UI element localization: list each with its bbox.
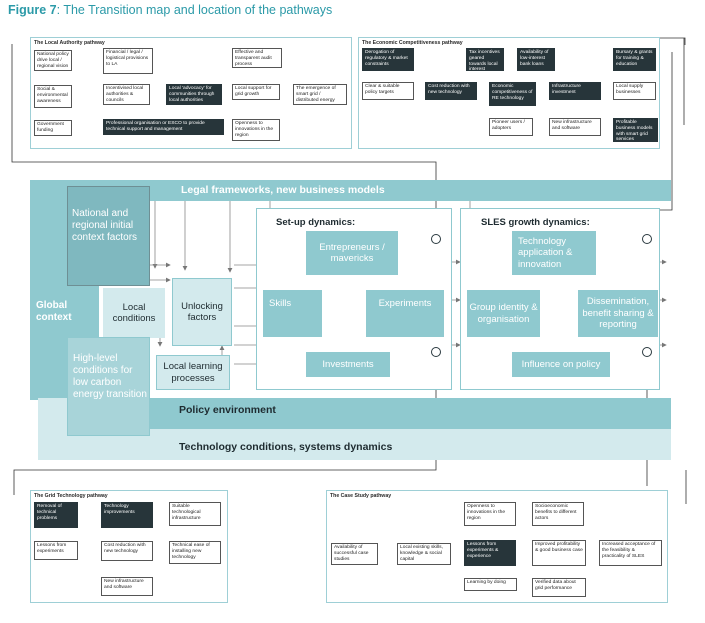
influence-policy-label: Influence on policy [521,358,601,370]
grid-box-removal-problems: Removal of technical problems [34,502,78,528]
group-identity-label: Group identity & organisation [469,302,538,325]
cs-box-openness: Openness to innovations in the region [464,502,516,526]
national-context-box [67,186,150,286]
technology-application-label: Technology application & innovation [518,235,573,270]
la-box-openness-innovations: Openness to innovations in the region [232,119,280,141]
la-box-government-funding: Government funding [34,120,72,136]
la-box-smart-grid: The emergence of smart grid / distribute… [293,84,347,105]
la-box-financial-provisions: Financial / legal / logistical provision… [103,48,153,74]
policy-environment-band [140,398,671,429]
case-study-title: The Case Study pathway [330,493,392,499]
cs-box-local-skills: Local existing skills, knowledge & socia… [397,543,451,565]
ec-box-cost-reduction: Cost reduction with new technology [425,82,477,100]
economic-title: The Economic Competitiveness pathway [362,40,463,46]
dissemination-box: Dissemination, benefit sharing & reporti… [578,290,658,337]
local-conditions-box: Local conditions [103,288,165,338]
local-learning-label: Local learning processes [163,361,223,384]
legal-frameworks-label: Legal frameworks, new business models [181,184,385,196]
ec-box-policy-targets: Clear & suitable policy targets [362,82,414,100]
ec-box-derogation: Derogation of regulatory & market constr… [362,48,414,71]
cs-box-lessons-experience: Lessons from experiments & experience [464,540,516,566]
high-level-label: High-level conditions for low carbon ene… [73,353,147,400]
ec-box-bursary-grants: Bursary & grants for training & educatio… [613,48,656,71]
ec-box-pioneer-users: Pioneer users / adopters [489,118,533,136]
dissemination-label: Dissemination, benefit sharing & reporti… [582,296,654,331]
entrepreneurs-label: Entrepreneurs / mavericks [319,241,385,265]
skills-box: Skills [263,290,322,337]
cs-box-case-studies: Availability of successful case studies [331,543,378,565]
unlocking-factors-box: Unlocking factors [172,278,232,346]
ec-box-local-supply: Local supply businesses [613,82,656,100]
setup-dynamics-title: Set-up dynamics: [276,217,356,228]
growth-top-node [642,234,652,244]
grid-box-lessons-experiments: Lessons from experiments [34,541,78,560]
technology-application-box: Technology application & innovation [512,231,596,275]
ec-box-profitable-models: Profitable business models with smart gr… [613,118,658,142]
cs-box-socioeconomic-benefits: Socioeconomic benefits to different acto… [532,502,584,526]
cs-box-verified-data: Verified data about grid performance [532,578,586,597]
la-box-local-advocacy: Local 'advocacy' for communities through… [166,84,222,105]
cs-box-learning-by-doing: Learning by doing [464,578,517,591]
grid-box-cost-reduction: Cost reduction with new technology [101,541,153,561]
grid-box-suitable-infrastructure: Suitable technological infrastructure [169,502,221,526]
grid-box-technical-ease: Technical ease of installing new technol… [169,541,221,564]
la-box-grid-growth: Local support for grid growth [232,84,280,100]
unlocking-factors-label: Unlocking factors [181,300,223,324]
grid-box-new-infrastructure: New infrastructure and software [101,577,153,596]
ec-box-new-infrastructure: New infrastructure and software [549,118,601,136]
investments-label: Investments [322,358,374,370]
setup-bottom-node [431,347,441,357]
grid-technology-title: The Grid Technology pathway [34,493,108,499]
local-learning-box: Local learning processes [156,355,230,390]
ec-box-tax-incentives: Tax incentives geared towards local inte… [466,48,504,71]
experiments-box: Experiments [366,290,444,337]
ec-box-re-competitiveness: Economic competitiveness of RE technolog… [489,82,536,106]
cs-box-improved-profitability: Improved profitability & good business c… [532,540,586,566]
ec-box-infrastructure-investment: Infrastructure investment [549,82,601,100]
skills-label: Skills [269,298,292,309]
national-context-label: National and regional initial context fa… [72,208,138,243]
technology-conditions-label: Technology conditions, systems dynamics [179,441,393,453]
la-box-social-awareness: Social & environmental awareness [34,85,72,108]
figure-title: Figure 7: The Transition map and locatio… [8,3,333,17]
grid-box-technology-improvements: Technology improvements [101,502,153,528]
ec-box-bank-loans: Availability of low-interest bank loans [517,48,555,71]
cs-box-increased-acceptance: Increased acceptance of the feasibility … [599,540,662,566]
investments-box: Investments [306,352,390,377]
la-box-national-policy: National policy drive local / regional v… [34,50,72,71]
la-box-audit-process: Effective and transparent audit process [232,48,282,68]
local-authority-title: The Local Authority pathway [34,40,105,46]
setup-top-node [431,234,441,244]
growth-bottom-node [642,347,652,357]
local-conditions-label: Local conditions [112,301,156,325]
group-identity-box: Group identity & organisation [467,290,540,337]
experiments-label: Experiments [378,298,432,309]
entrepreneurs-box: Entrepreneurs / mavericks [306,231,398,275]
la-box-professional-organisation: Professional organisation or ESCO to pro… [103,119,224,135]
global-context-label: Global context [36,300,72,323]
legal-frameworks-band [99,180,671,201]
influence-policy-box: Influence on policy [512,352,610,377]
policy-environment-label: Policy environment [179,404,276,416]
high-level-box [67,337,150,436]
la-box-incentivised-authorities: Incentivised local authorities & council… [103,84,150,105]
growth-dynamics-title: SLES growth dynamics: [481,217,590,228]
